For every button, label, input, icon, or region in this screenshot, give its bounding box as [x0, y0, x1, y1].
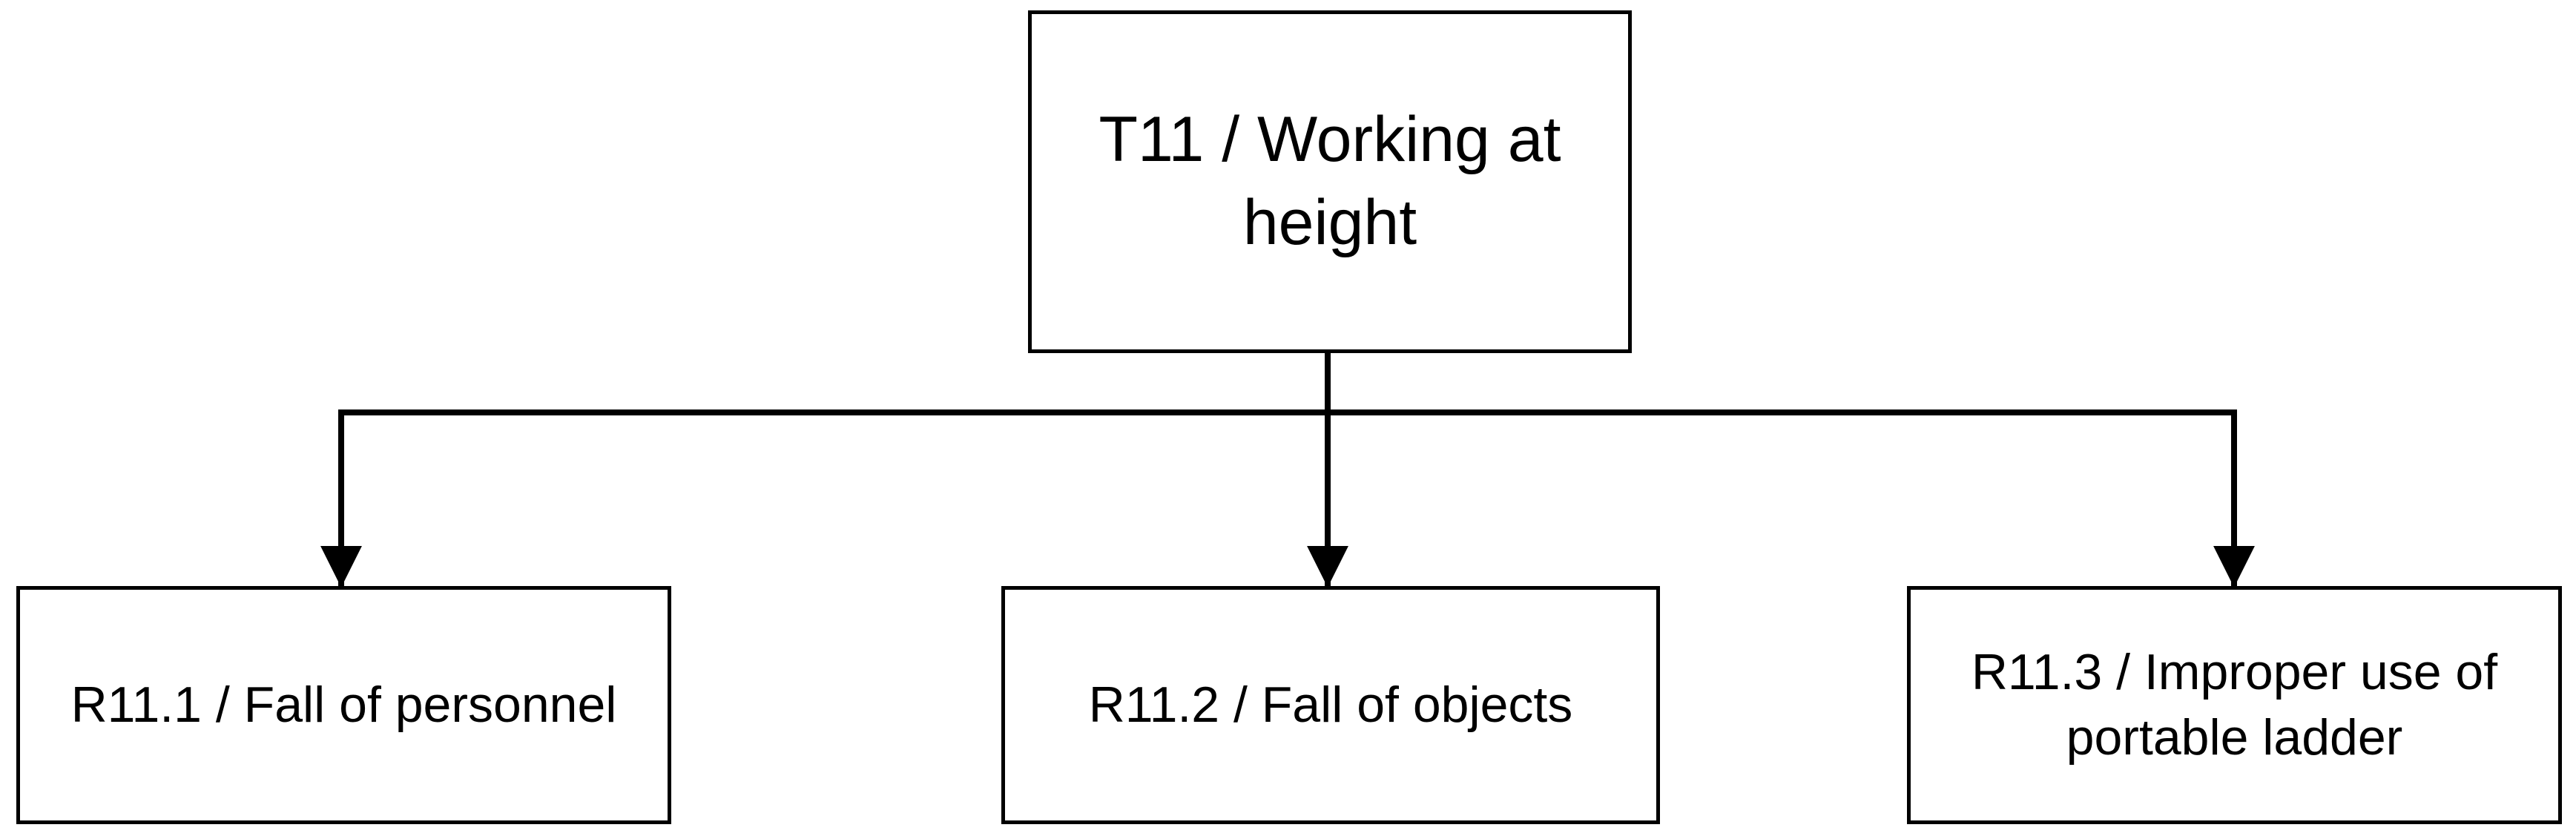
root-node-box: T11 / Working at height	[1028, 10, 1632, 353]
child-node-box-1: R11.1 / Fall of personnel	[16, 586, 671, 824]
child-node-box-2: R11.2 / Fall of objects	[1001, 586, 1660, 824]
child-node-box-3: R11.3 / Improper use of portable ladder	[1907, 586, 2562, 824]
child-node-label-3: R11.3 / Improper use of portable ladder	[1971, 644, 2498, 766]
root-node-label: T11 / Working at height	[1098, 104, 1561, 258]
child-node-label-2: R11.2 / Fall of objects	[1088, 676, 1573, 733]
child-node-label-1: R11.1 / Fall of personnel	[70, 676, 617, 733]
